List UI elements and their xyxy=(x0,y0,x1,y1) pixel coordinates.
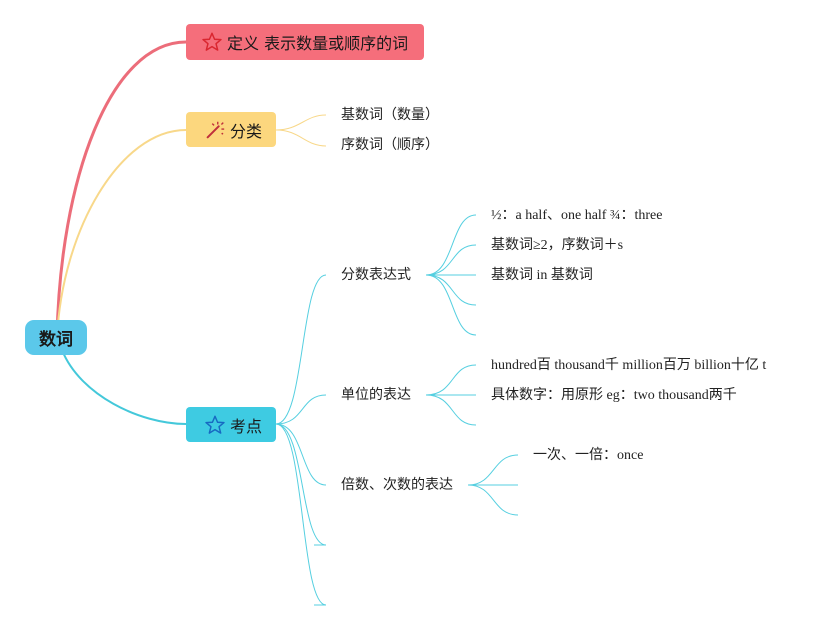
branch-exam-points-label: 考点 xyxy=(230,416,263,436)
fraction-item[interactable]: 基数词 in 基数词 xyxy=(491,268,593,283)
connector-fraction-4 xyxy=(425,274,477,306)
connector-unit-3 xyxy=(425,394,477,426)
branch-definition-label: 定义 表示数量或顺序的词 xyxy=(227,34,409,53)
connector-fraction-2 xyxy=(425,244,477,276)
connector-root-exampoints xyxy=(61,349,187,425)
connector-unit-1 xyxy=(425,364,477,396)
connector-times-3 xyxy=(467,484,519,516)
branch-definition[interactable]: 定义 表示数量或顺序的词 xyxy=(186,24,424,60)
subtopic-unit[interactable]: 单位的表达 xyxy=(341,388,411,403)
unit-item[interactable]: 具体数字：用原形 eg：two thousand两千 xyxy=(491,388,737,403)
connector-root-definition xyxy=(55,40,187,339)
star-outline-icon xyxy=(204,414,226,436)
unit-item[interactable]: hundred百 thousand千 million百万 billion十亿 t xyxy=(491,358,767,373)
subtopic-fraction[interactable]: 分数表达式 xyxy=(341,268,411,283)
branch-classification[interactable]: 分类 xyxy=(186,112,276,147)
connector-root-classification xyxy=(56,129,187,339)
connector-fraction-5 xyxy=(425,274,477,336)
root-topic[interactable]: 数词 xyxy=(25,320,87,355)
subtopic-times[interactable]: 倍数、次数的表达 xyxy=(341,478,453,493)
branch-exam-points[interactable]: 考点 xyxy=(186,407,276,442)
connector-exam-empty-2 xyxy=(275,423,327,606)
times-item[interactable]: 一次、一倍：once xyxy=(533,448,644,463)
connector-exam-fraction xyxy=(275,274,327,425)
fraction-item[interactable]: 基数词≥2，序数词＋s xyxy=(491,238,624,253)
connector-class-2 xyxy=(275,129,327,147)
classification-item[interactable]: 基数词（数量） xyxy=(341,108,439,123)
star-icon xyxy=(201,31,223,53)
root-topic-label: 数词 xyxy=(39,330,73,350)
connector-class-1 xyxy=(275,114,327,131)
connector-exam-times xyxy=(275,423,327,486)
magic-wand-icon xyxy=(204,119,226,141)
fraction-item[interactable]: ½：a half、one half ¾：three xyxy=(491,208,663,223)
classification-item[interactable]: 序数词（顺序） xyxy=(341,138,439,153)
connector-times-1 xyxy=(467,454,519,486)
connector-fraction-1 xyxy=(425,214,477,276)
branch-classification-label: 分类 xyxy=(230,121,263,141)
connector-exam-empty-1 xyxy=(275,423,327,546)
connector-exam-unit xyxy=(275,394,327,425)
